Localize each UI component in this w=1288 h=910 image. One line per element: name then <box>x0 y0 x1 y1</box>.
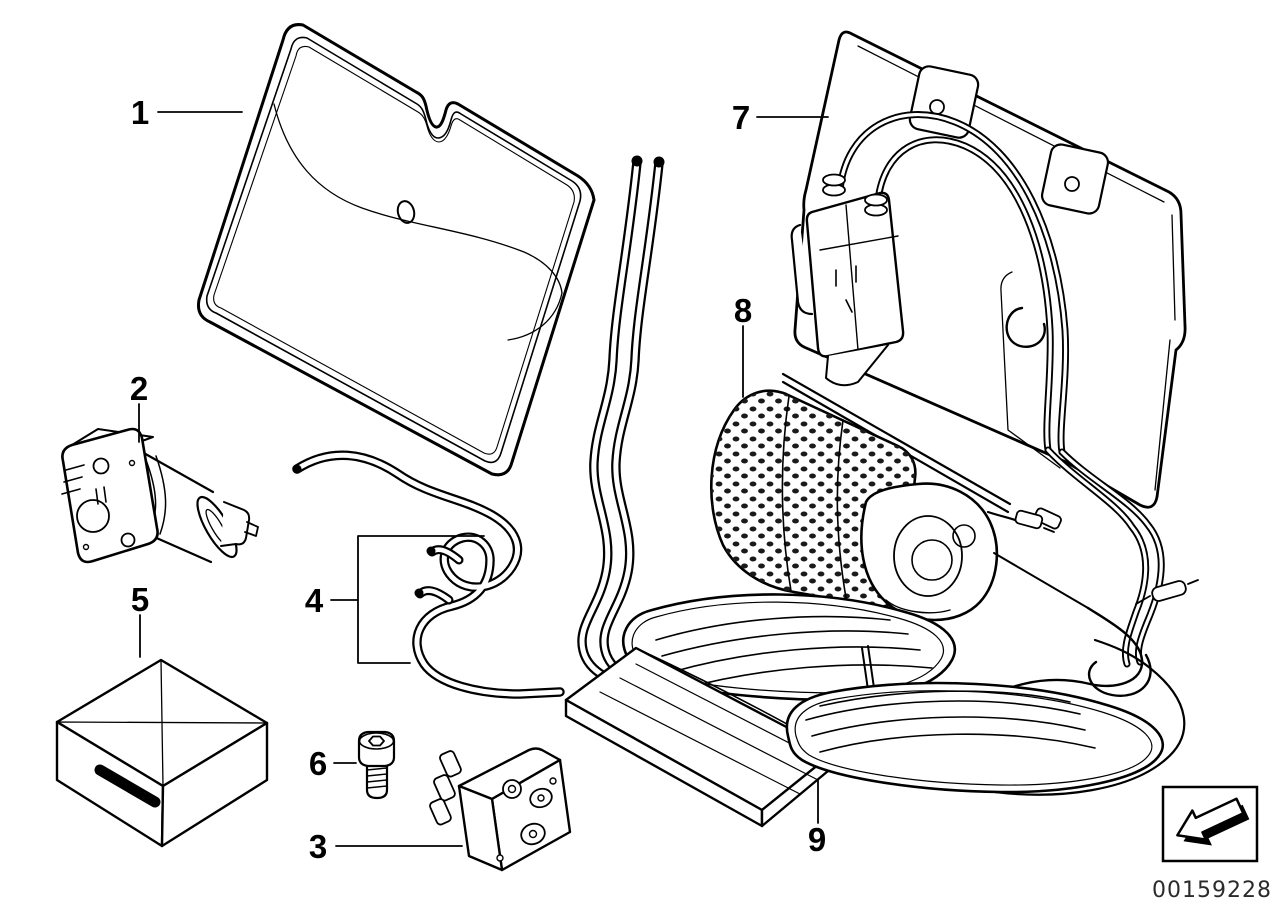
panel-pocket-seam-lower <box>507 292 563 341</box>
valve-unit <box>429 747 572 872</box>
frame-tab-1 <box>908 65 980 139</box>
callout-9[interactable]: 9 <box>808 821 826 858</box>
fillister-head-screw <box>357 730 396 800</box>
hose-set <box>292 155 675 699</box>
callout-4[interactable]: 4 <box>305 582 324 619</box>
frame-tab-2 <box>1040 143 1110 215</box>
lumbar-support-unit <box>710 372 1199 702</box>
callout-numbers: 1 2 3 4 5 6 7 8 9 <box>130 94 826 865</box>
footer-stamp: 00159228 <box>1152 785 1272 903</box>
panel-hole <box>396 200 416 224</box>
seat-frame-assembly <box>790 30 1187 697</box>
callout-7[interactable]: 7 <box>732 99 750 136</box>
packaging-box <box>55 658 269 848</box>
frame-mounted-pump <box>790 173 905 387</box>
callout-5[interactable]: 5 <box>131 581 149 618</box>
callout-2[interactable]: 2 <box>130 370 148 407</box>
box-label-stripe <box>94 764 161 808</box>
backrest-panel <box>197 23 596 477</box>
callout-8[interactable]: 8 <box>734 292 752 329</box>
leader-4 <box>330 535 485 664</box>
callout-1[interactable]: 1 <box>131 94 149 131</box>
direction-arrow-icon <box>1176 797 1250 846</box>
hex-socket <box>368 735 385 747</box>
pump-with-motor <box>61 427 259 564</box>
document-number: 00159228 <box>1152 878 1272 903</box>
seat-cushion-mats <box>564 593 1186 828</box>
callout-leader-lines <box>138 111 829 847</box>
callout-6[interactable]: 6 <box>309 745 327 782</box>
callout-3[interactable]: 3 <box>309 828 327 865</box>
